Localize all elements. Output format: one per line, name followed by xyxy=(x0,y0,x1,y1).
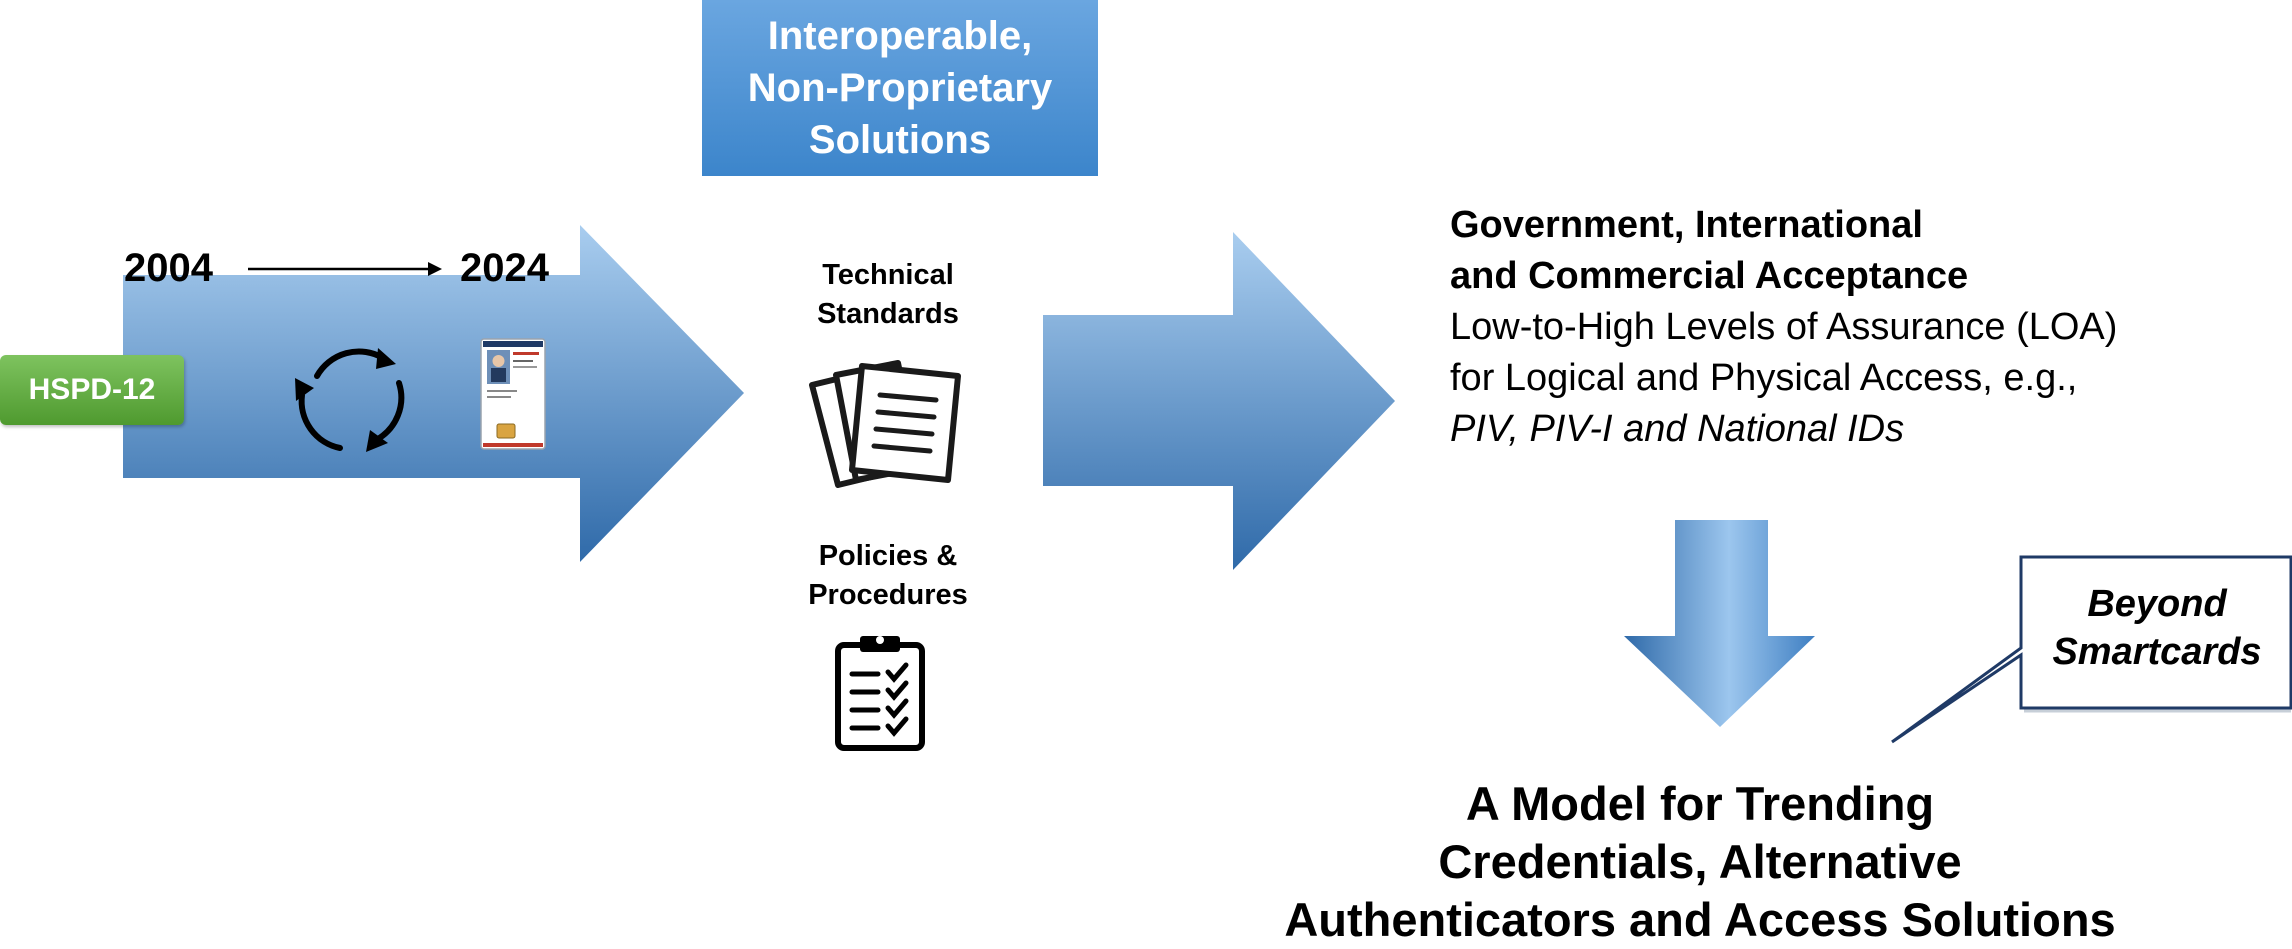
id-card-icon xyxy=(480,338,546,450)
interoperable-solutions-box: Interoperable, Non-Proprietary Solutions xyxy=(702,0,1098,176)
model-title: A Model for Trending Credentials, Altern… xyxy=(1284,777,2116,946)
acceptance-body-line1: Low-to-High Levels of Assurance (LOA) xyxy=(1450,306,2118,348)
hspd-12-badge: HSPD-12 xyxy=(0,355,184,425)
end-year: 2024 xyxy=(460,246,549,290)
timeline-connector-arrow xyxy=(248,262,442,276)
timeline-arrow xyxy=(123,225,744,562)
callout-text: Beyond Smartcards xyxy=(2052,583,2262,673)
documents-icon xyxy=(809,360,961,488)
policies-procedures-label: Policies & Procedures xyxy=(808,540,968,611)
acceptance-title-line1: Government, International xyxy=(1450,204,1923,246)
clipboard-checklist-icon xyxy=(835,636,925,751)
technical-standards-label: Technical Standards xyxy=(817,259,959,330)
callout-box xyxy=(1891,555,2292,744)
acceptance-arrow xyxy=(1043,232,1395,570)
down-arrow xyxy=(1624,520,1815,727)
refresh-cycle-icon xyxy=(295,348,405,452)
acceptance-body-line3: PIV, PIV-I and National IDs xyxy=(1450,408,1905,450)
start-year: 2004 xyxy=(124,246,213,290)
acceptance-title-line2: and Commercial Acceptance xyxy=(1450,255,1969,297)
acceptance-body-line2: for Logical and Physical Access, e.g., xyxy=(1450,357,2078,399)
acceptance-block: Government, International and Commercial… xyxy=(1450,200,2270,455)
